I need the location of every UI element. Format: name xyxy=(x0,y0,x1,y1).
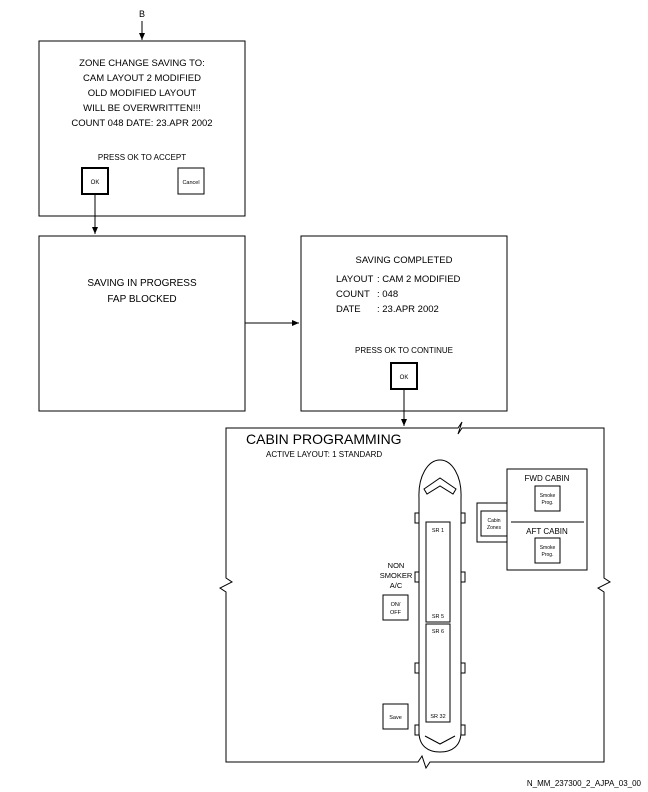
saving-progress-frame xyxy=(38,235,246,412)
saving-completed-title: SAVING COMPLETED xyxy=(356,255,453,266)
saving-completed-panel: SAVING COMPLETED LAYOUT : CAM 2 MODIFIED… xyxy=(300,235,508,412)
smoke-programming-box: FWD CABIN Smoke Prog. AFT CABIN Smoke Pr… xyxy=(476,468,588,571)
saving-completed-count-value: : 048 xyxy=(377,289,398,300)
door-right-3 xyxy=(460,662,466,674)
zone-change-dialog: ZONE CHANGE SAVING TO: CAM LAYOUT 2 MODI… xyxy=(38,40,246,217)
seat-zone-fwd[interactable]: SR 1 SR 5 xyxy=(425,521,451,623)
continue-prompt: PRESS OK TO CONTINUE xyxy=(355,346,453,355)
cancel-button-label: Cancel xyxy=(182,180,199,186)
ok-button-continue[interactable]: OK xyxy=(390,362,418,390)
cabin-zones-line-1: Cabin xyxy=(487,518,500,524)
aircraft-tail-marking xyxy=(424,735,456,745)
saving-progress-line-1: SAVING IN PROGRESS xyxy=(87,278,197,289)
zone-change-line-2: CAM LAYOUT 2 MODIFIED xyxy=(83,73,201,84)
smoke-prog-aft-button[interactable]: Smoke Prog. xyxy=(534,537,561,564)
non-smoker-line-3: A/C xyxy=(390,581,403,590)
sr-label-32: SR 32 xyxy=(430,714,445,720)
door-right-4 xyxy=(460,724,466,736)
sr-label-6: SR 6 xyxy=(432,629,444,635)
save-button[interactable]: Save xyxy=(382,703,409,730)
on-off-line-1: ON/ xyxy=(391,602,401,608)
cabin-programming-panel: CABIN PROGRAMMING ACTIVE LAYOUT: 1 STAND… xyxy=(219,421,611,770)
door-left-4 xyxy=(414,724,420,736)
zone-change-line-4: WILL BE OVERWRITTEN!!! xyxy=(83,103,201,114)
sr-label-1: SR 1 xyxy=(432,528,444,534)
non-smoker-line-2: SMOKER xyxy=(380,571,413,580)
ok-button-accept-label: OK xyxy=(91,180,100,186)
saving-completed-layout-key: LAYOUT xyxy=(336,274,374,285)
active-layout-label: ACTIVE LAYOUT: 1 STANDARD xyxy=(266,450,382,459)
on-off-button[interactable]: ON/ OFF xyxy=(382,594,409,621)
aircraft-outline xyxy=(414,459,466,753)
seat-zone-aft[interactable]: SR 6 SR 32 xyxy=(425,623,451,723)
saving-completed-count-key: COUNT xyxy=(336,289,370,300)
cabin-programming-title: CABIN PROGRAMMING xyxy=(246,431,402,447)
zone-change-line-3: OLD MODIFIED LAYOUT xyxy=(88,88,197,99)
cancel-button[interactable]: Cancel xyxy=(177,167,205,195)
zone-change-line-1: ZONE CHANGE SAVING TO: xyxy=(79,58,205,69)
figure-id: N_MM_237300_2_AJPA_03_00 xyxy=(527,779,642,788)
smoke-prog-fwd-line-2: Prog. xyxy=(542,500,554,506)
door-left-1 xyxy=(414,512,420,524)
smoke-prog-aft-line-2: Prog. xyxy=(542,552,554,558)
cabin-zones-bracket xyxy=(476,502,507,543)
zone-change-dialog-frame xyxy=(38,40,246,217)
non-smoker-line-1: NON xyxy=(388,561,405,570)
smoke-prog-fwd-line-1: Smoke xyxy=(540,493,556,499)
saving-progress-panel: SAVING IN PROGRESS FAP BLOCKED xyxy=(38,235,246,412)
connector-b-label: B xyxy=(139,9,145,19)
aircraft-cockpit xyxy=(423,477,457,495)
door-left-2 xyxy=(414,571,420,583)
save-button-label: Save xyxy=(389,715,402,721)
saving-completed-date-value: : 23.APR 2002 xyxy=(377,304,439,315)
cabin-zones-button[interactable]: Cabin Zones xyxy=(480,510,508,537)
accept-prompt: PRESS OK TO ACCEPT xyxy=(98,153,186,162)
door-right-1 xyxy=(460,512,466,524)
smoke-prog-aft-line-1: Smoke xyxy=(540,545,556,551)
aft-cabin-label: AFT CABIN xyxy=(526,527,568,536)
saving-progress-line-2: FAP BLOCKED xyxy=(107,294,176,305)
saving-completed-layout-value: : CAM 2 MODIFIED xyxy=(377,274,461,285)
zone-change-line-5: COUNT 048 DATE: 23.APR 2002 xyxy=(71,118,212,129)
ok-button-accept[interactable]: OK xyxy=(81,167,109,195)
sr-label-5: SR 5 xyxy=(432,614,444,620)
saving-completed-date-key: DATE xyxy=(336,304,361,315)
on-off-line-2: OFF xyxy=(390,610,402,616)
cabin-zones-line-2: Zones xyxy=(487,525,501,531)
door-right-2 xyxy=(460,571,466,583)
ok-button-continue-label: OK xyxy=(400,375,409,381)
door-left-3 xyxy=(414,662,420,674)
fwd-cabin-label: FWD CABIN xyxy=(525,474,570,483)
smoke-prog-fwd-button[interactable]: Smoke Prog. xyxy=(534,485,561,512)
